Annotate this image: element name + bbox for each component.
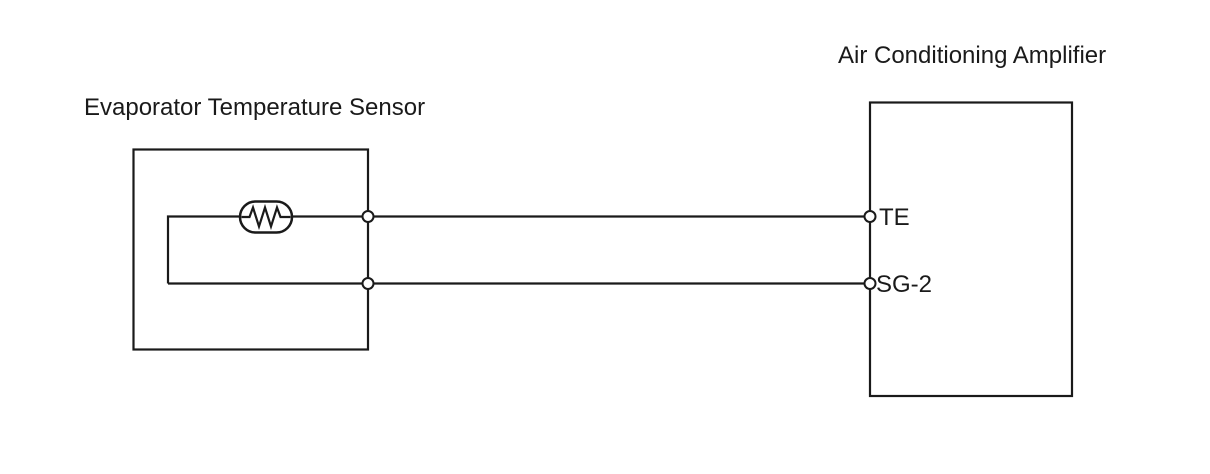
terminal-sensor-top-icon — [361, 210, 375, 223]
pin-label-te: TE — [879, 204, 910, 231]
sensor-box — [132, 148, 370, 351]
terminal-sensor-bottom-icon — [361, 277, 375, 290]
terminal-amplifier-te-icon — [863, 210, 877, 223]
resistor-zigzag-icon — [241, 203, 291, 231]
thermistor-symbol — [238, 200, 294, 234]
terminal-amplifier-sg2-icon — [863, 277, 877, 290]
amplifier-label: Air Conditioning Amplifier — [838, 42, 1106, 69]
sensor-label: Evaporator Temperature Sensor — [84, 94, 425, 121]
pin-label-sg2: SG-2 — [876, 271, 932, 298]
amplifier-box — [868, 101, 1074, 398]
wire-te — [166, 215, 870, 284]
